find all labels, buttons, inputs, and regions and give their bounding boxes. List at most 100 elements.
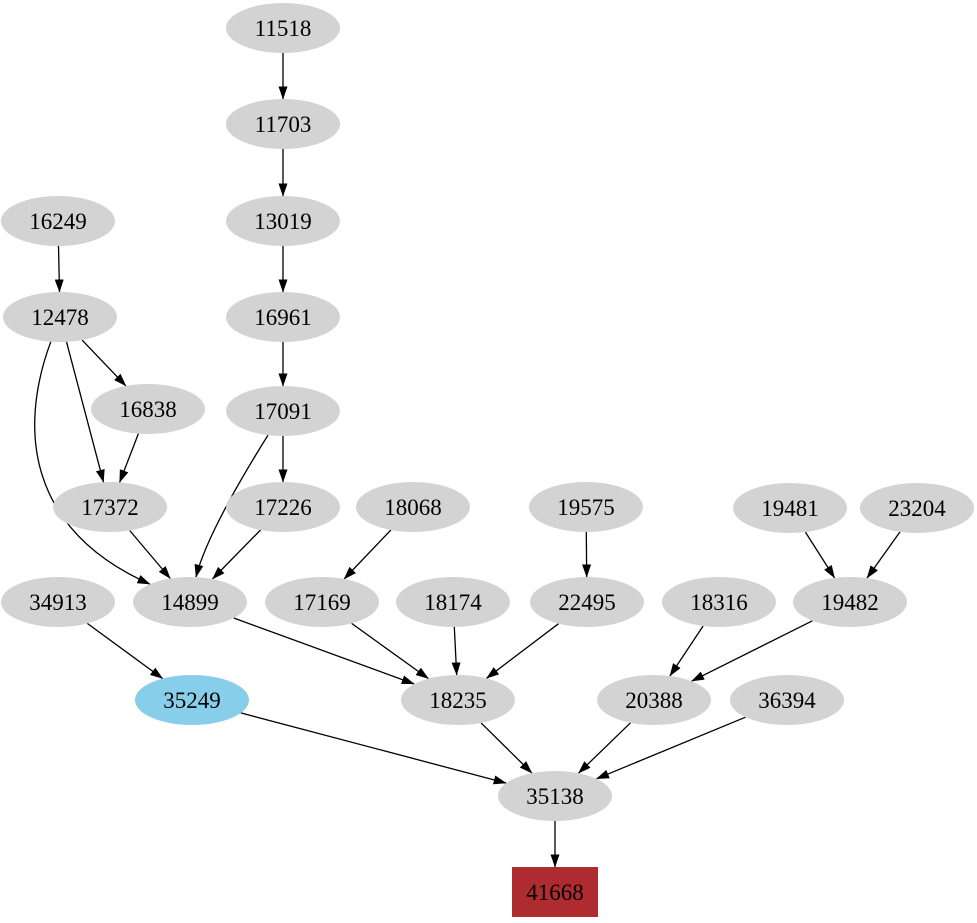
node-35249: 35249 <box>135 675 249 725</box>
node-41668: 41668 <box>512 867 598 917</box>
node-18068: 18068 <box>356 482 470 532</box>
node-label-11703: 11703 <box>255 112 312 137</box>
node-label-16838: 16838 <box>119 397 177 422</box>
node-ellipse-shape <box>226 482 340 532</box>
edge-18174-18235 <box>451 626 461 676</box>
node-label-17091: 17091 <box>254 399 312 424</box>
node-ellipse-shape <box>135 675 249 725</box>
node-11518: 11518 <box>226 3 340 53</box>
node-label-17169: 17169 <box>293 590 351 615</box>
node-ellipse-shape <box>733 483 847 533</box>
edge-16249-12478 <box>54 245 64 293</box>
node-label-22495: 22495 <box>558 590 616 615</box>
node-20388: 20388 <box>597 675 711 725</box>
node-17091: 17091 <box>226 386 340 436</box>
node-label-17226: 17226 <box>254 495 312 520</box>
node-label-19481: 19481 <box>761 496 819 521</box>
node-ellipse-shape <box>226 3 340 53</box>
node-label-16249: 16249 <box>29 209 87 234</box>
node-22495: 22495 <box>530 577 644 627</box>
edge-19482-20388 <box>691 620 813 682</box>
edge-14899-18235 <box>233 617 415 685</box>
node-label-19575: 19575 <box>557 495 615 520</box>
node-11703: 11703 <box>226 99 340 149</box>
node-label-36394: 36394 <box>758 688 816 713</box>
node-19575: 19575 <box>529 482 643 532</box>
node-ellipse-shape <box>1 196 115 246</box>
node-label-16961: 16961 <box>254 305 312 330</box>
node-ellipse-shape <box>396 577 510 627</box>
node-label-41668: 41668 <box>526 880 584 905</box>
node-ellipse-shape <box>91 384 205 434</box>
edge-20388-35138 <box>578 722 631 774</box>
edge-17226-14899 <box>212 529 261 580</box>
node-ellipse-shape <box>730 675 844 725</box>
edge-17091-14899 <box>194 434 269 578</box>
edge-16838-17372 <box>118 433 140 483</box>
node-label-34913: 34913 <box>29 590 87 615</box>
node-ellipse-shape <box>226 99 340 149</box>
edge-18235-35138 <box>480 722 533 774</box>
node-35138: 35138 <box>498 771 612 821</box>
node-ellipse-shape <box>1 577 115 627</box>
node-16838: 16838 <box>91 384 205 434</box>
node-label-18316: 18316 <box>690 590 748 615</box>
node-label-18174: 18174 <box>424 590 482 615</box>
node-label-17372: 17372 <box>81 495 139 520</box>
node-ellipse-shape <box>356 482 470 532</box>
node-18316: 18316 <box>662 577 776 627</box>
edge-17169-18235 <box>351 622 429 680</box>
node-label-12478: 12478 <box>31 305 89 330</box>
node-17372: 17372 <box>53 482 167 532</box>
node-19481: 19481 <box>733 483 847 533</box>
node-ellipse-shape <box>133 577 247 627</box>
edge-12478-14899 <box>34 341 151 585</box>
node-ellipse-shape <box>793 577 907 627</box>
node-34913: 34913 <box>1 577 115 627</box>
edge-36394-35138 <box>596 716 746 780</box>
edge-35249-35138 <box>240 712 507 785</box>
edge-12478-16838 <box>81 339 127 387</box>
node-18235: 18235 <box>401 675 515 725</box>
node-ellipse-shape <box>860 483 974 533</box>
node-16961: 16961 <box>226 292 340 342</box>
node-19482: 19482 <box>793 577 907 627</box>
node-36394: 36394 <box>730 675 844 725</box>
edge-34913-35249 <box>86 622 164 680</box>
node-12478: 12478 <box>3 292 117 342</box>
edge-17372-14899 <box>129 530 171 579</box>
node-box-shape <box>512 867 598 917</box>
node-ellipse-shape <box>401 675 515 725</box>
node-ellipse-shape <box>498 771 612 821</box>
node-label-11518: 11518 <box>255 16 312 41</box>
node-17226: 17226 <box>226 482 340 532</box>
node-label-19482: 19482 <box>821 590 879 615</box>
edge-19481-19482 <box>804 531 836 579</box>
node-label-23204: 23204 <box>888 496 946 521</box>
node-ellipse-shape <box>597 675 711 725</box>
node-ellipse-shape <box>265 577 379 627</box>
node-label-14899: 14899 <box>161 590 219 615</box>
node-ellipse-shape <box>3 292 117 342</box>
node-ellipse-shape <box>53 482 167 532</box>
node-ellipse-shape <box>226 292 340 342</box>
node-ellipse-shape <box>530 577 644 627</box>
node-label-35138: 35138 <box>526 784 584 809</box>
node-ellipse-shape <box>662 577 776 627</box>
edge-22495-18235 <box>486 623 559 679</box>
edge-12478-17372 <box>65 341 105 483</box>
node-16249: 16249 <box>1 196 115 246</box>
edge-18068-17169 <box>343 529 392 580</box>
node-label-13019: 13019 <box>254 209 312 234</box>
node-label-20388: 20388 <box>625 688 683 713</box>
node-13019: 13019 <box>226 196 340 246</box>
node-ellipse-shape <box>226 196 340 246</box>
edge-23204-19482 <box>866 531 901 579</box>
node-14899: 14899 <box>133 577 247 627</box>
node-ellipse-shape <box>529 482 643 532</box>
node-label-18235: 18235 <box>429 688 487 713</box>
node-ellipse-shape <box>226 386 340 436</box>
node-label-35249: 35249 <box>163 688 221 713</box>
